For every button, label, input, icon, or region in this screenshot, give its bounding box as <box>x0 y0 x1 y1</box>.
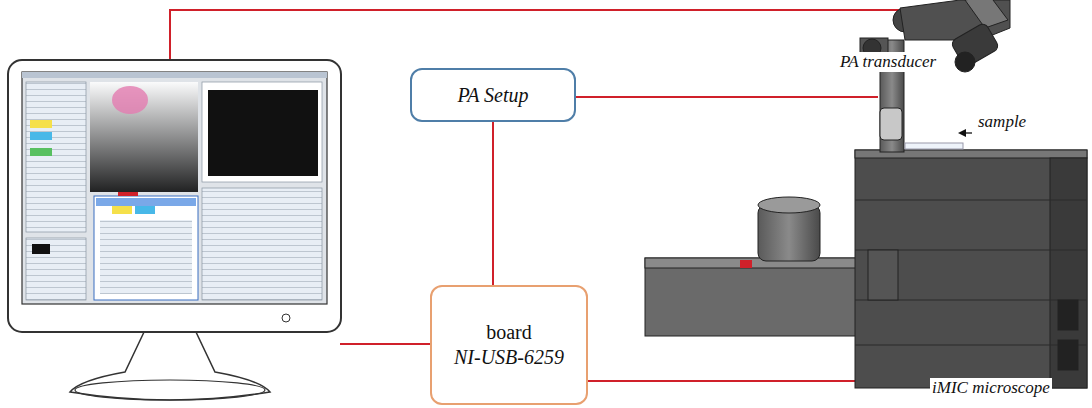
box-text: board <box>486 320 532 345</box>
monitor <box>8 60 341 400</box>
box-text: PA Setup <box>458 83 529 108</box>
wire <box>576 96 878 98</box>
sample-pointer <box>958 129 972 137</box>
box-text: NI-USB-6259 <box>454 345 564 370</box>
part-label: sample <box>976 112 1028 132</box>
part-label: iMIC microscope <box>930 378 1052 398</box>
part-label: PA transducer <box>838 52 938 72</box>
pa-transducer <box>880 108 902 140</box>
process-box: boardNI-USB-6259 <box>430 285 588 405</box>
wire <box>340 343 430 345</box>
microscope <box>645 0 1087 388</box>
wire-connector <box>492 122 494 285</box>
process-box: PA Setup <box>410 68 576 122</box>
sample <box>905 143 963 149</box>
